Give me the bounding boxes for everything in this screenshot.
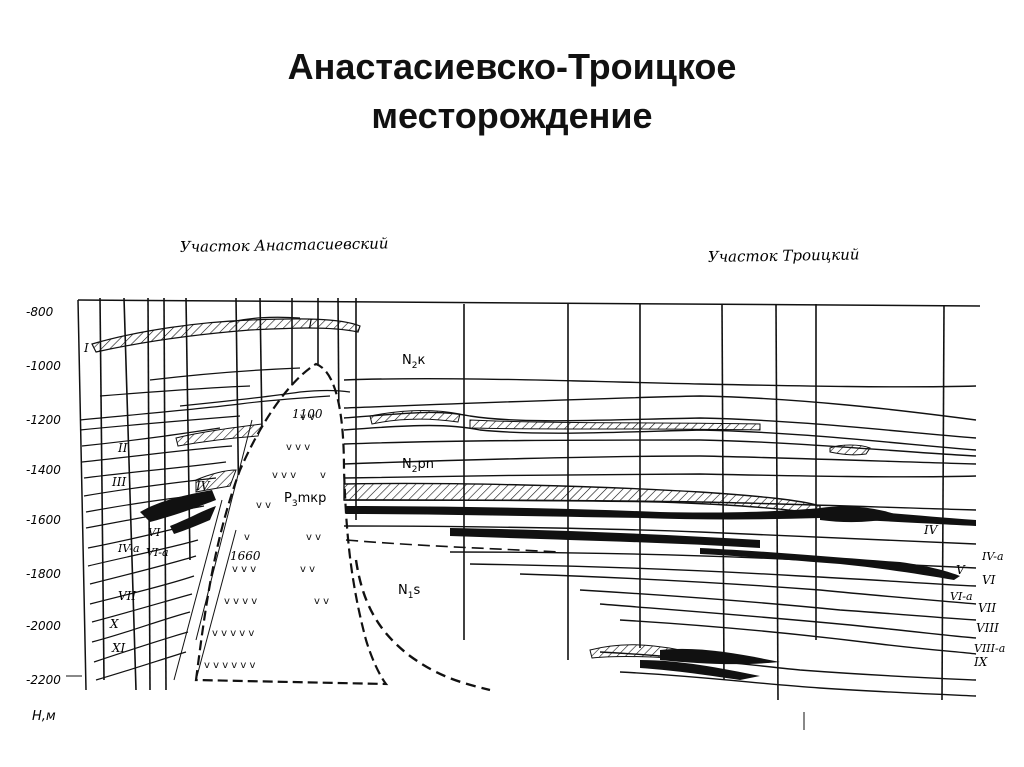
- well-line: [185, 297, 191, 561]
- depth-mark-flank: 1660: [230, 549, 261, 563]
- oil-layer: [450, 528, 760, 548]
- contact-line: [345, 539, 561, 553]
- svg-text:v: v: [320, 470, 326, 481]
- stratigraphy-labels: N2к N2pn N1s P3mкр: [284, 353, 434, 601]
- depth-axis-label: Н,м: [32, 709, 56, 724]
- reservoir-layer: [195, 469, 237, 493]
- oil-lens: [170, 506, 216, 534]
- layer-label: VIII: [976, 621, 999, 635]
- layer-label: X: [109, 617, 119, 631]
- svg-text:v v v v v v: v v v v v v: [204, 660, 255, 671]
- reservoir-layer-top: [91, 318, 361, 353]
- well-line: [147, 297, 151, 691]
- svg-text:v v: v v: [314, 596, 329, 607]
- layer-label: VI: [982, 573, 996, 587]
- well-line: [163, 297, 167, 691]
- depth-tick: -1800: [26, 567, 61, 581]
- oil-lens: [140, 490, 216, 522]
- layer-label-top: I: [307, 317, 313, 331]
- layer-label: IV-a: [117, 542, 140, 555]
- right-strata: [343, 377, 977, 697]
- diapir: v v v v v v v v v v v v v v v v v v v v …: [194, 362, 389, 686]
- layer-label: IV-a: [981, 550, 1004, 563]
- strat-p3mkr: P3mкр: [284, 491, 326, 509]
- svg-text:v v v v: v v v v: [224, 596, 257, 607]
- diapir-flank: [354, 559, 491, 692]
- depth-tick: -1000: [26, 359, 61, 373]
- section-frame: [66, 299, 981, 691]
- reservoir-layer: [369, 409, 461, 425]
- svg-text:v v: v v: [306, 532, 321, 543]
- left-layer-labels: I II III IV IV-a VI VI-a VII X XI I: [83, 317, 313, 655]
- section-left-label: Участок Анастасиевский: [180, 234, 389, 256]
- page-title: Анастасиевско-Троицкое месторождение: [0, 42, 1024, 140]
- reservoir-layer: [469, 419, 761, 431]
- reservoir-layer: [829, 444, 871, 456]
- depth-tick: -1400: [26, 463, 61, 477]
- well-line: [99, 297, 105, 681]
- oil-lens: [820, 506, 900, 523]
- svg-text:v v: v v: [300, 564, 315, 575]
- right-layer-labels: IV IV-a V VI VI-a VII VIII VIII-a IX: [923, 523, 1005, 669]
- depth-axis: -800 -1000 -1200 -1400 -1600 -1800 -2000…: [26, 305, 61, 724]
- depth-tick: -800: [26, 305, 54, 319]
- well-line: [721, 303, 725, 681]
- svg-text:v v v: v v v: [232, 564, 256, 575]
- depth-tick: -2000: [26, 619, 61, 633]
- oil-lens: [660, 648, 780, 665]
- strat-n1s: N1s: [398, 583, 420, 601]
- layer-label: VI-a: [146, 546, 169, 559]
- section-right-label: Участок Троицкий: [708, 245, 860, 266]
- oil-lens: [640, 660, 760, 680]
- svg-text:v: v: [244, 532, 250, 543]
- layer-label: VI-a: [950, 590, 973, 603]
- well-line: [123, 297, 137, 691]
- reservoir-layer: [175, 423, 263, 447]
- layer-label: I: [83, 341, 89, 355]
- layer-label: XI: [111, 641, 126, 655]
- layer-label: V: [956, 563, 966, 577]
- title-line-2: месторождение: [371, 95, 653, 136]
- layer-label: VII: [118, 589, 136, 603]
- depth-mark-top: 1100: [292, 407, 323, 421]
- depth-tick: -1200: [26, 413, 61, 427]
- left-faults: [173, 419, 253, 681]
- strat-n2pn: N2pn: [402, 457, 434, 475]
- svg-text:v v: v v: [256, 500, 271, 511]
- layer-label: IV: [923, 523, 939, 537]
- depth-tick: -1600: [26, 513, 61, 527]
- diapir-pattern: v v v v v v v v v v v v v v v v v v v v …: [204, 412, 329, 671]
- layer-label: VI: [148, 526, 161, 539]
- title-line-1: Анастасиевско-Троицкое: [287, 46, 737, 87]
- layer-label: II: [117, 441, 128, 455]
- svg-text:v v v v v: v v v v v: [212, 628, 254, 639]
- depth-tick: -2200: [26, 673, 61, 687]
- oil-layer: [346, 506, 976, 526]
- layer-label: III: [111, 475, 126, 489]
- layer-label: VII: [978, 601, 996, 615]
- strat-n2k: N2к: [402, 353, 425, 371]
- layer-label: VIII-a: [974, 642, 1005, 655]
- svg-text:v v v: v v v: [286, 442, 310, 453]
- oil-layer: [700, 548, 960, 580]
- layer-label: IV: [195, 479, 211, 493]
- svg-text:v v v: v v v: [272, 470, 296, 481]
- well-line: [941, 305, 945, 701]
- svg-text:v v: v v: [300, 412, 315, 423]
- layer-label: IX: [973, 655, 988, 669]
